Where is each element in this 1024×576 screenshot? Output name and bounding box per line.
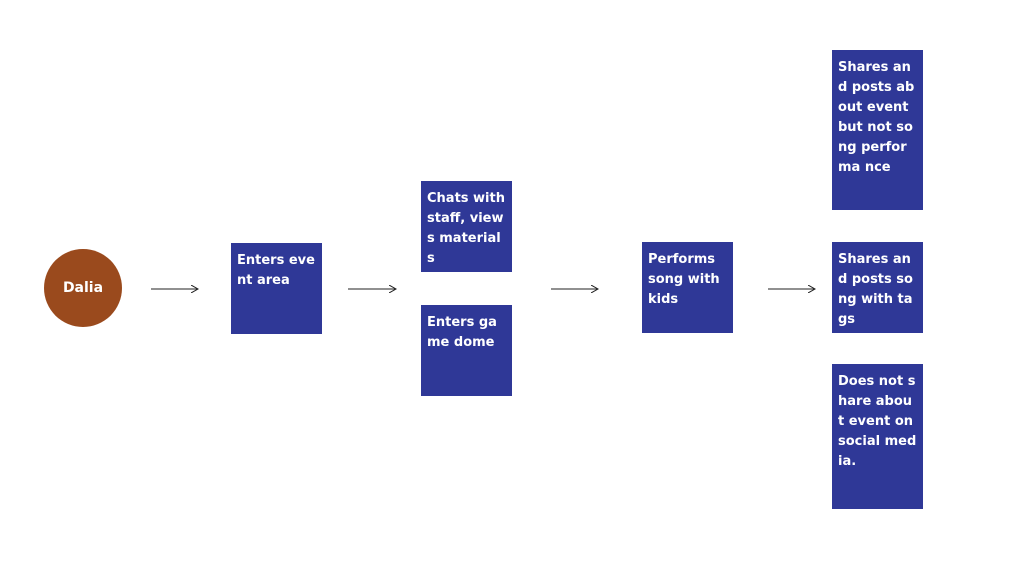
outcome-shares-event-not-song: Shares and posts about event but not son…	[832, 50, 923, 210]
persona-dalia: Dalia	[44, 249, 122, 327]
outcome-shares-song-with-tags: Shares and posts song with tags	[832, 242, 923, 333]
step-enters-game-dome: Enters game dome	[421, 305, 512, 396]
step-chats-with-staff: Chats with staff, views materials	[421, 181, 512, 272]
persona-label: Dalia	[62, 280, 104, 296]
step-performs-song: Performs song with kids	[642, 242, 733, 333]
step-label: Enters game dome	[427, 315, 497, 350]
step-label: Chats with staff, views materials	[427, 191, 505, 266]
step-enters-event-area: Enters event area	[231, 243, 322, 334]
step-label: Enters event area	[237, 253, 315, 288]
outcome-label: Shares and posts song with tags	[838, 252, 913, 327]
outcome-label: Does not share about event on social med…	[838, 374, 917, 469]
outcome-does-not-share: Does not share about event on social med…	[832, 364, 923, 509]
outcome-label: Shares and posts about event but not son…	[838, 60, 915, 175]
step-label: Performs song with kids	[648, 252, 720, 307]
